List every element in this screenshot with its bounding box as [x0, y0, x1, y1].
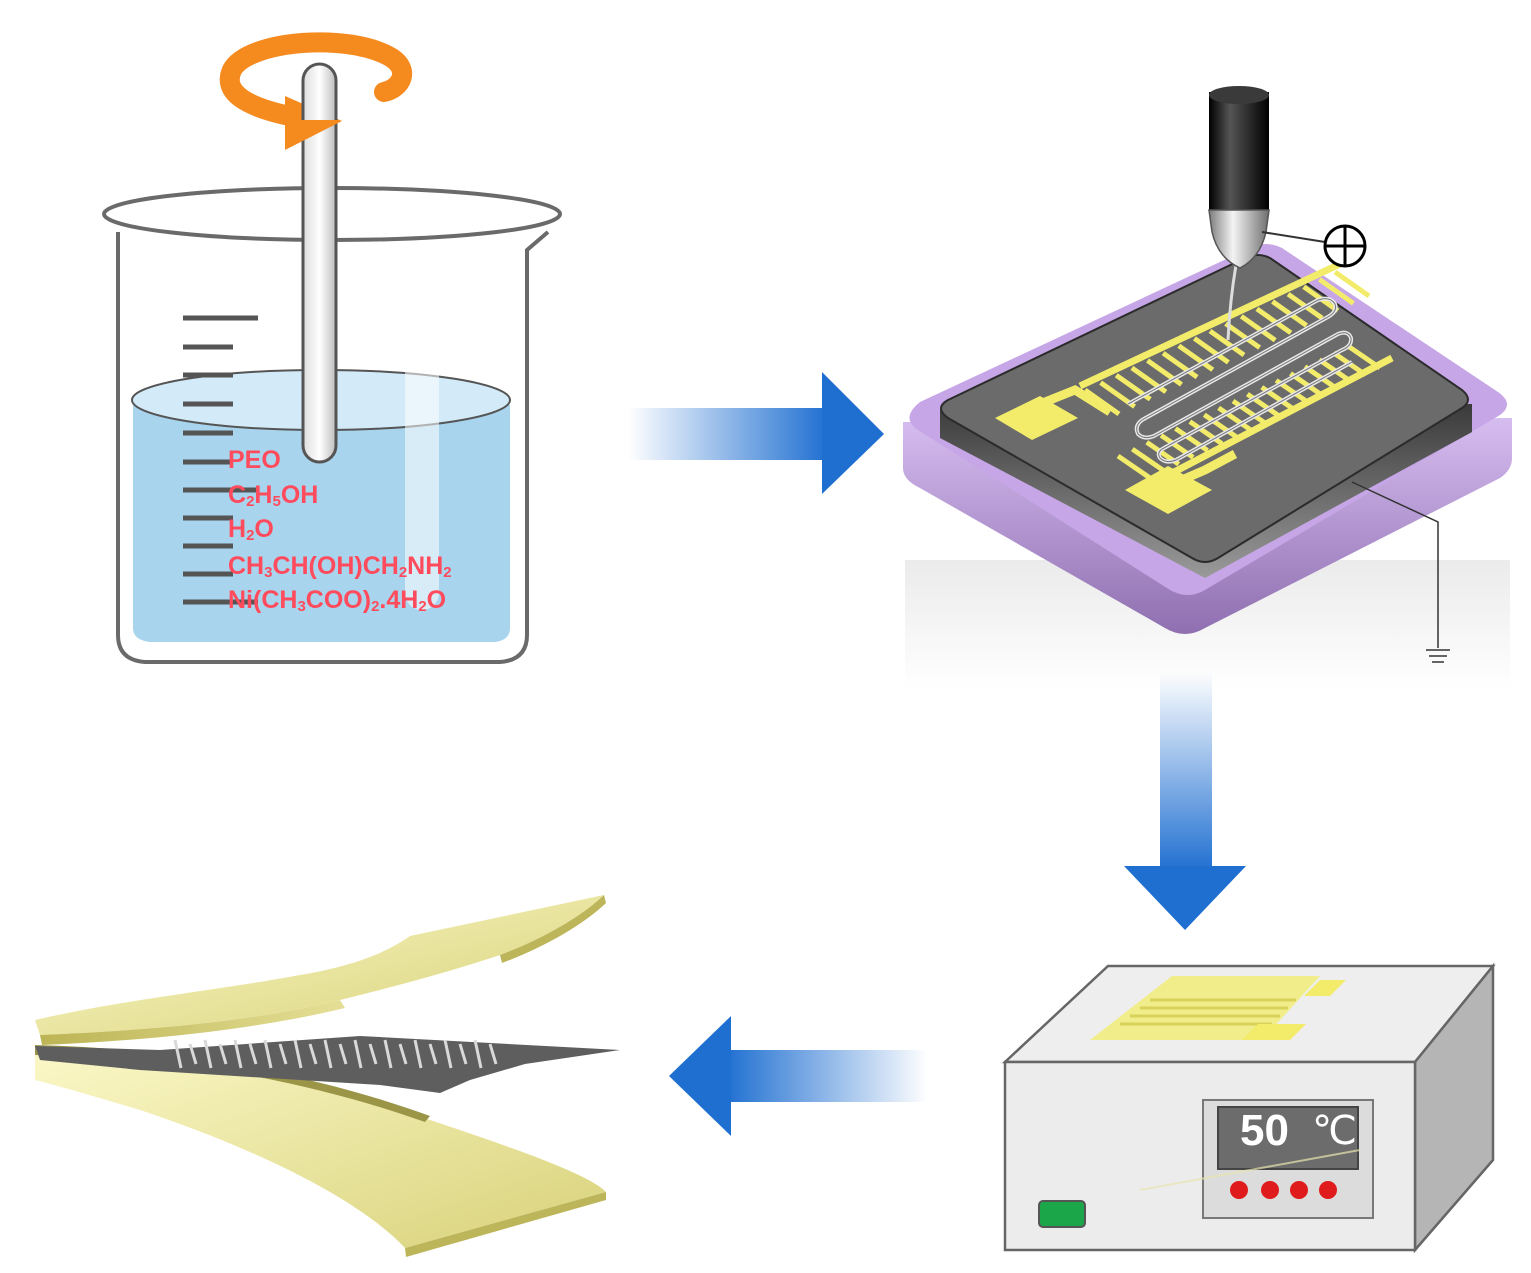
electrode-finger — [1333, 269, 1371, 299]
electrode-backbone — [1153, 354, 1394, 486]
electrode-finger — [1192, 336, 1230, 365]
chemical-aminopropanol: CH3CH(OH)CH2NH2 — [228, 552, 452, 587]
electrode-lead-upper — [1028, 384, 1113, 416]
chemical-water: H2O — [228, 515, 274, 550]
electrode-finger — [1217, 405, 1253, 432]
bottom-film-edge — [405, 1192, 606, 1257]
control-button-2 — [1261, 1181, 1279, 1199]
electrode-finger — [1177, 343, 1215, 372]
sensor-finger — [413, 1039, 423, 1069]
oven-sample-fingers — [1120, 998, 1296, 1026]
sensor-finger — [368, 1043, 378, 1065]
bottom-film — [35, 1048, 606, 1248]
arrow-to-oven — [1124, 672, 1246, 930]
electrode-finger — [1255, 306, 1293, 335]
sensor-finger — [233, 1039, 243, 1069]
sensor-finger — [443, 1039, 453, 1069]
electrode-finger — [1224, 321, 1262, 350]
temperature-unit: ℃ — [1312, 1108, 1357, 1154]
electrode-backbone — [1078, 260, 1342, 390]
hv-wire — [1261, 231, 1326, 243]
sensor-finger — [458, 1043, 468, 1065]
electrode-finger — [1130, 447, 1166, 474]
temperature-value: 50 — [1240, 1106, 1289, 1155]
electrode-finger — [1317, 277, 1355, 306]
arrow-to-electrospinning — [628, 372, 884, 494]
electrode-finger — [1116, 453, 1152, 481]
syringe-top — [1209, 86, 1269, 104]
sensor-finger — [398, 1043, 408, 1065]
nozzle-tip — [1208, 209, 1270, 269]
top-film-edge — [40, 1000, 345, 1045]
beaker-glass — [116, 230, 550, 664]
chem-parts: CH3CH(OH)CH2NH2 — [228, 552, 452, 581]
chemical-ethanol: C2H5OH — [228, 481, 318, 516]
sensor-finger — [218, 1043, 228, 1065]
sensor-finger — [203, 1039, 213, 1069]
stir-rotation-icon — [219, 32, 413, 128]
sensor-finger — [173, 1039, 183, 1069]
electrode-finger — [1231, 398, 1267, 426]
electrospinning-jet — [1226, 264, 1238, 341]
syringe-body — [1209, 92, 1269, 214]
stirring-rod — [301, 62, 338, 464]
chem-parts: Ni(CH3COO)2.4H2O — [228, 586, 447, 615]
chemical-nickel-acetate: Ni(CH3COO)2.4H2O — [228, 586, 446, 621]
sensor-finger — [308, 1043, 318, 1065]
electrode-lead-lower — [1166, 450, 1238, 491]
chem-parts: PEO — [228, 446, 281, 474]
sensor-fingers — [173, 1039, 498, 1069]
beaker-highlight — [405, 310, 439, 610]
electrode-finger — [1202, 412, 1238, 439]
electrode-finger — [1083, 387, 1121, 417]
sensor-finger — [428, 1043, 438, 1065]
sensor-finger — [263, 1039, 273, 1069]
electrode-finger — [1208, 328, 1246, 358]
control-button-4 — [1319, 1181, 1337, 1199]
sensor-finger — [278, 1043, 288, 1065]
electrospinning-group — [903, 86, 1512, 690]
sensor-finger — [473, 1039, 483, 1069]
stir-arrowhead — [285, 96, 342, 150]
display-glare — [1139, 1149, 1361, 1191]
sensor-finger — [338, 1043, 348, 1065]
sensor-finger — [293, 1039, 303, 1069]
graduation-marks — [183, 315, 258, 605]
sensor-finger — [248, 1043, 258, 1065]
electrode-finger — [1239, 314, 1277, 343]
control-button-3 — [1290, 1181, 1308, 1199]
electrode-finger — [1188, 419, 1224, 446]
beaker-group — [102, 32, 562, 664]
arrow-to-device — [669, 1016, 928, 1136]
sensor-finger — [323, 1039, 333, 1069]
oven-group — [1001, 962, 1496, 1254]
flexible-sensor-group — [35, 895, 620, 1257]
sensor-electrode — [35, 1036, 620, 1093]
sensor-finger — [383, 1039, 393, 1069]
electrode-pad-upper — [995, 396, 1078, 440]
chemical-peo: PEO — [228, 446, 281, 474]
electrode-finger — [1146, 358, 1183, 387]
top-film — [35, 895, 604, 1035]
electrode-finger — [1161, 351, 1199, 380]
ground-icon — [1426, 649, 1450, 663]
chem-parts: C2H5OH — [228, 481, 319, 510]
ground-wire — [1351, 481, 1439, 648]
power-button — [1038, 1200, 1086, 1228]
temperature-display — [1217, 1106, 1359, 1170]
control-button-1 — [1230, 1181, 1248, 1199]
sensor-finger — [188, 1043, 198, 1065]
chem-parts: H2O — [228, 515, 274, 544]
sensor-finger — [353, 1039, 363, 1069]
sensor-finger — [488, 1043, 498, 1065]
